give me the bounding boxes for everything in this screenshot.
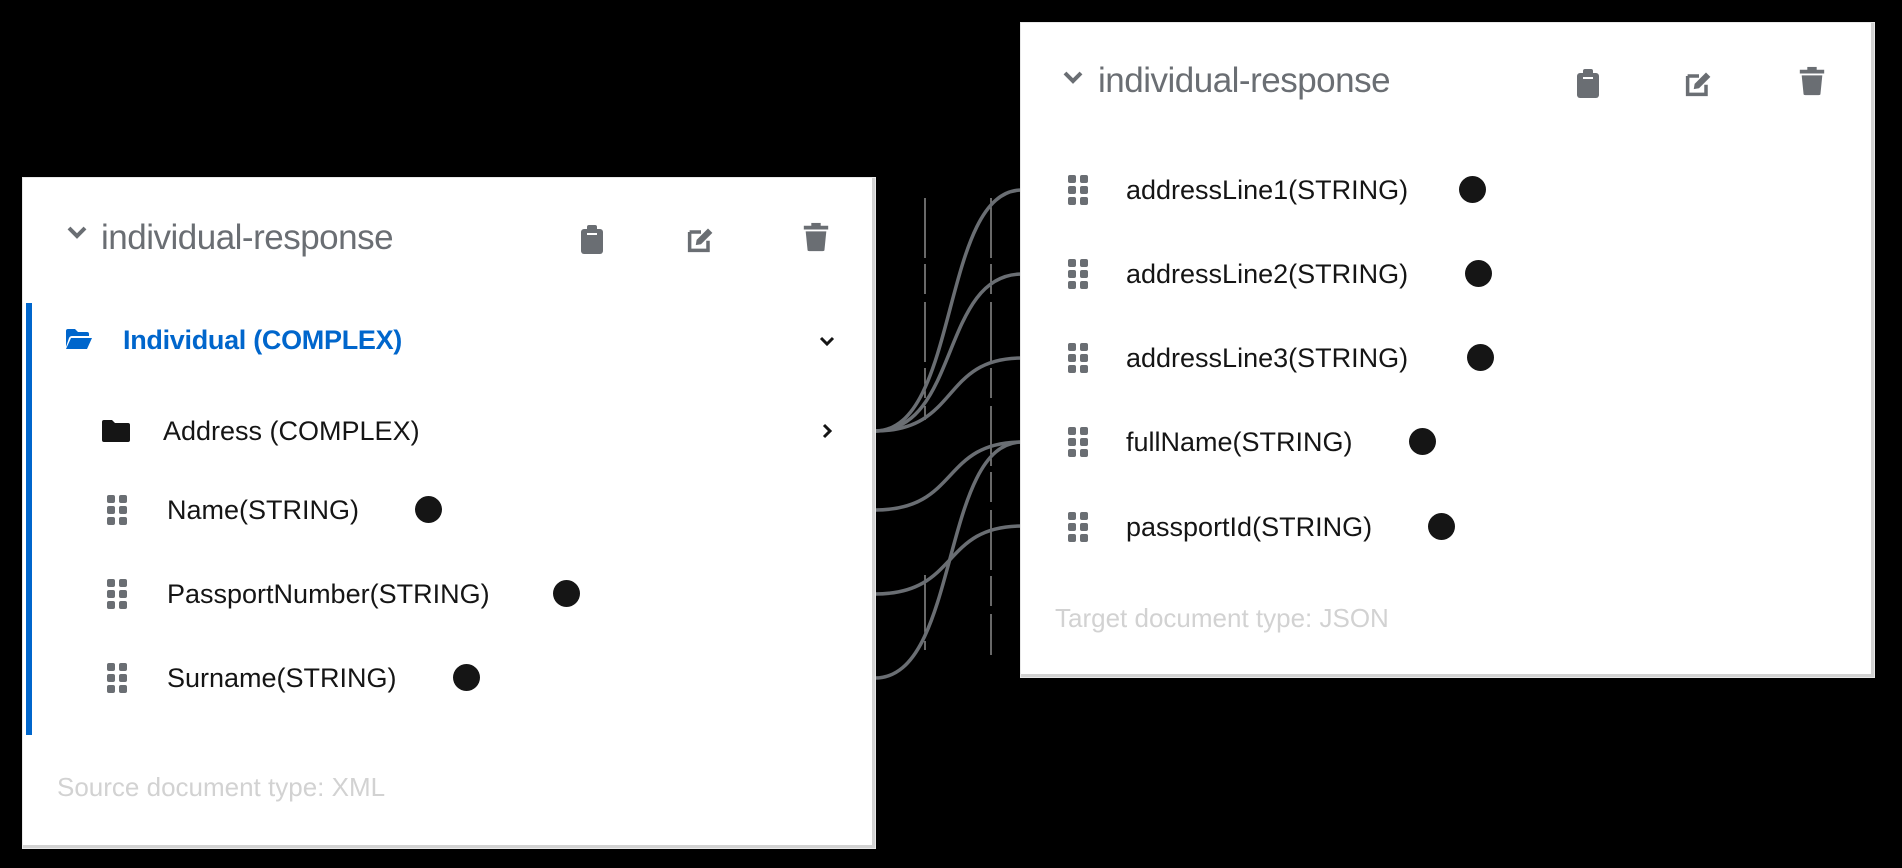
tree-node-label: Address (COMPLEX) <box>163 416 420 446</box>
drag-handle-icon[interactable] <box>107 495 127 525</box>
mapped-indicator-dot <box>1459 176 1486 203</box>
folder-open-icon <box>66 329 92 349</box>
collapse-chevron-down-icon[interactable] <box>1063 71 1083 85</box>
clipboard-icon[interactable] <box>1574 68 1602 98</box>
field-row-fullname[interactable]: fullName(STRING) <box>1021 422 1874 462</box>
drag-handle-icon[interactable] <box>1068 427 1088 457</box>
mapped-indicator-dot <box>1428 513 1455 540</box>
chevron-down-icon[interactable] <box>819 333 835 349</box>
field-label: addressLine1(STRING) <box>1126 175 1409 205</box>
mapping-line-passport-passportid[interactable] <box>874 524 1023 596</box>
mapped-indicator-dot <box>1467 344 1494 371</box>
mapping-line-address-addressline3[interactable] <box>874 356 1023 433</box>
selected-indicator-bar <box>26 303 32 735</box>
mapped-indicator-dot <box>1409 428 1436 455</box>
source-document-type: Source document type: XML <box>57 772 386 802</box>
source-document-panel: individual-response Individual (COMPLEX)… <box>23 178 875 848</box>
field-label: Name(STRING) <box>167 495 360 525</box>
field-label: addressLine3(STRING) <box>1126 343 1409 373</box>
collapse-chevron-down-icon[interactable] <box>67 226 87 240</box>
field-row-addressline2[interactable]: addressLine2(STRING) <box>1021 254 1874 294</box>
tree-node-individual[interactable]: Individual (COMPLEX) <box>23 320 875 360</box>
target-document-type: Target document type: JSON <box>1055 603 1389 633</box>
edit-icon[interactable] <box>687 224 715 254</box>
field-label: PassportNumber(STRING) <box>167 579 490 609</box>
mapped-indicator-dot <box>415 496 442 523</box>
target-document-title: individual-response <box>1098 61 1391 100</box>
trash-icon[interactable] <box>1798 66 1826 96</box>
field-label: passportId(STRING) <box>1126 512 1373 542</box>
clipboard-icon[interactable] <box>578 224 606 254</box>
drag-handle-icon[interactable] <box>1068 512 1088 542</box>
drag-handle-icon[interactable] <box>1068 175 1088 205</box>
tree-node-address[interactable]: Address (COMPLEX) <box>23 411 875 451</box>
mapping-line-address-addressline1[interactable] <box>874 188 1023 433</box>
field-label: fullName(STRING) <box>1126 427 1353 457</box>
field-label: addressLine2(STRING) <box>1126 259 1409 289</box>
drag-handle-icon[interactable] <box>107 663 127 693</box>
source-document-title: individual-response <box>101 218 394 257</box>
mapped-indicator-dot <box>1465 260 1492 287</box>
drag-handle-icon[interactable] <box>1068 343 1088 373</box>
field-row-addressline1[interactable]: addressLine1(STRING) <box>1021 170 1874 210</box>
drag-handle-icon[interactable] <box>1068 259 1088 289</box>
mapped-indicator-dot <box>553 580 580 607</box>
mapped-indicator-dot <box>453 664 480 691</box>
mapping-line-surname-fullname[interactable] <box>874 440 1023 680</box>
trash-icon[interactable] <box>802 222 830 252</box>
edit-icon[interactable] <box>1685 68 1713 98</box>
field-row-passportid[interactable]: passportId(STRING) <box>1021 507 1874 547</box>
tree-node-label: Individual (COMPLEX) <box>123 325 403 355</box>
chevron-right-icon[interactable] <box>819 423 835 439</box>
drag-handle-icon[interactable] <box>107 579 127 609</box>
folder-icon <box>102 420 130 442</box>
field-label: Surname(STRING) <box>167 663 397 693</box>
mapping-line-address-addressline2[interactable] <box>874 272 1023 433</box>
mapping-line-name-fullname[interactable] <box>874 440 1023 512</box>
target-document-panel: individual-response addressLine1(STRING)… <box>1021 23 1874 677</box>
field-row-passportnumber[interactable]: PassportNumber(STRING) <box>23 574 875 614</box>
field-row-name[interactable]: Name(STRING) <box>23 490 875 530</box>
field-row-surname[interactable]: Surname(STRING) <box>23 658 875 698</box>
field-row-addressline3[interactable]: addressLine3(STRING) <box>1021 338 1874 378</box>
